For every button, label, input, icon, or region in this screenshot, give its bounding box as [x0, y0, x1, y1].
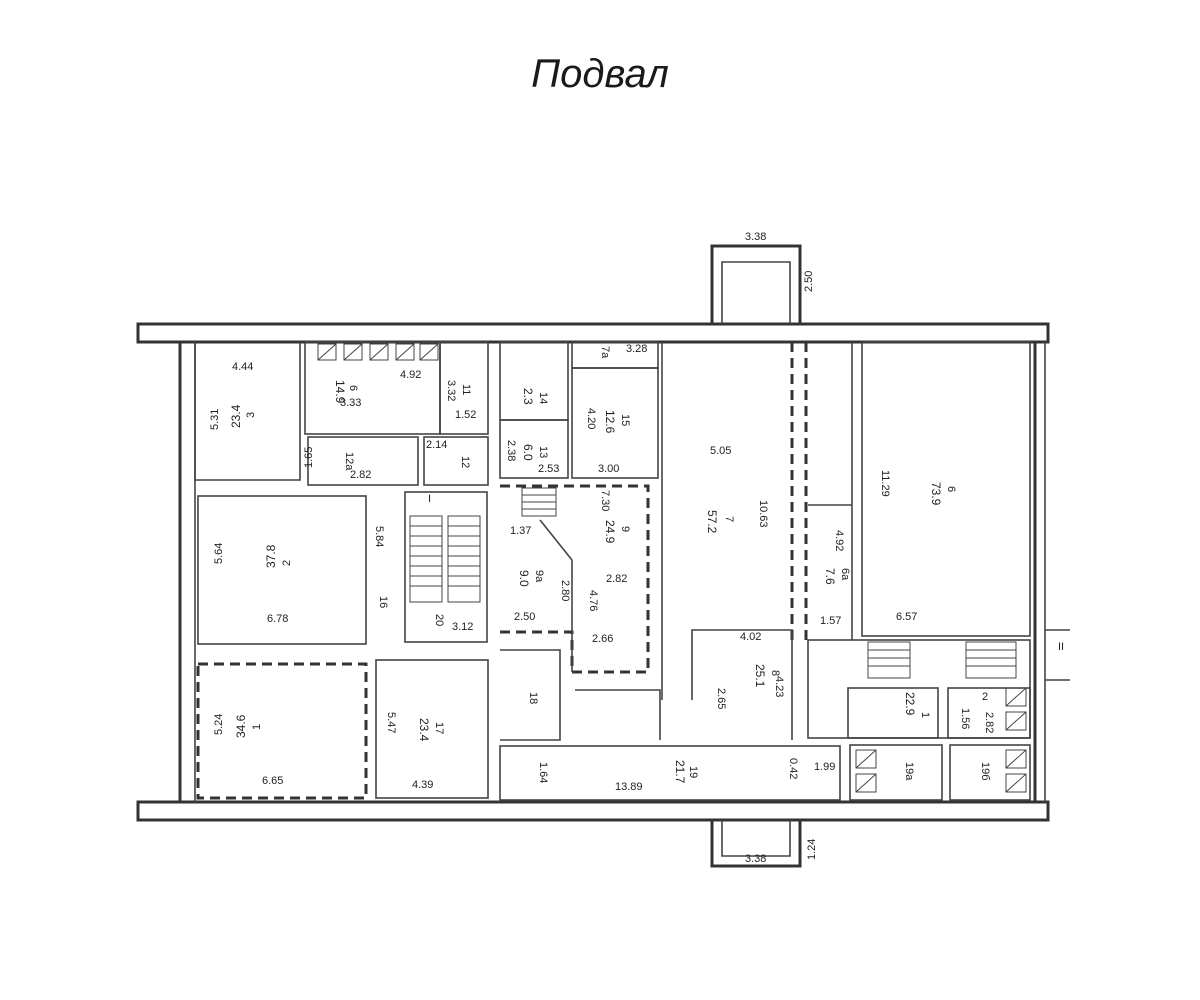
r9-w2: 2.66 — [592, 633, 613, 645]
dimension-labels: 3.38 2.50 3.38 1.24 — [745, 231, 818, 865]
r9-area: 24.9 — [603, 520, 617, 544]
r8-area: 25.1 — [753, 664, 767, 688]
r19-num: 19 — [687, 766, 699, 778]
r2-area: 37.8 — [264, 544, 278, 568]
r6-area: 14.9 — [333, 380, 347, 404]
r1b-area: 22.9 — [903, 692, 917, 716]
dim-bottom-width: 3.38 — [745, 853, 766, 865]
r19-b: 1.99 — [814, 761, 835, 773]
r6-h: 3.33 — [340, 397, 361, 409]
r2b-w: 1.56 — [959, 708, 971, 729]
r12a-h: 1.65 — [303, 447, 315, 468]
r15-num: 15 — [619, 414, 631, 426]
r6a-h: 4.92 — [833, 530, 845, 551]
r2-w: 6.78 — [267, 613, 288, 625]
r9a-h: 2.80 — [559, 580, 571, 601]
r12a-w: 2.82 — [350, 469, 371, 481]
r7-num: 7 — [723, 516, 735, 522]
r15-h: 4.20 — [585, 408, 597, 429]
r9-w: 2.82 — [606, 573, 627, 585]
r17-h: 5.47 — [385, 712, 397, 733]
r3-w: 4.44 — [232, 361, 253, 373]
r9a-num: 9a — [533, 570, 545, 583]
r11-num: 11 — [460, 384, 472, 395]
r9a-area: 9.0 — [517, 570, 531, 587]
r7-w: 5.05 — [710, 445, 731, 457]
dim-bottom-height: 1.24 — [806, 839, 818, 860]
r6b-num: 6 — [945, 486, 957, 492]
r8-h: 4.23 — [773, 676, 785, 697]
r3-area: 23.4 — [229, 404, 243, 428]
r6b-h: 11.29 — [879, 470, 891, 497]
r12a-num: 12a — [343, 452, 355, 471]
r7-area: 57.2 — [705, 510, 719, 534]
r6a-num: 6a — [839, 568, 851, 581]
plan-title: Подвал — [531, 52, 669, 96]
r6b-w: 6.57 — [896, 611, 917, 623]
r19a-num: 19a — [903, 762, 915, 781]
room-labels: 4.44 5.31 23.4 3 5.64 37.8 2 6.78 5.24 3… — [209, 343, 1064, 793]
r2b-num: 2 — [982, 691, 988, 703]
r16-h: 5.84 — [373, 526, 385, 547]
sanitary-fixtures — [317, 343, 1027, 793]
r20-num: 20 — [433, 614, 445, 626]
r6-w: 4.92 — [400, 369, 421, 381]
r6a-w: 1.57 — [820, 615, 841, 627]
r1b-num: 1 — [919, 712, 931, 718]
r19-h: 1.64 — [537, 762, 549, 783]
r14-area: 2.3 — [521, 388, 535, 405]
r19-area: 21.7 — [673, 760, 687, 784]
r6b-area: 73.9 — [929, 482, 943, 506]
r1-h: 5.24 — [213, 714, 225, 735]
r19-a: 0.42 — [787, 758, 799, 779]
r11-w: 1.52 — [455, 409, 476, 421]
r6-side: 3.32 — [445, 380, 457, 401]
r17-w: 4.39 — [412, 779, 433, 791]
r2-num: 2 — [281, 560, 293, 566]
r1-area: 34.6 — [234, 714, 248, 738]
r13-w: 2.53 — [538, 463, 559, 475]
stair-mark-2: II — [1058, 641, 1064, 653]
r2-h: 5.64 — [213, 543, 225, 564]
r9-h: 7.30 — [599, 490, 611, 511]
r3-h: 5.31 — [209, 409, 221, 430]
r14-num: 14 — [537, 392, 549, 404]
stairs — [409, 487, 1017, 679]
r3-num: 3 — [245, 412, 257, 418]
r9a-d: 1.37 — [510, 525, 531, 537]
r12-num: 12 — [459, 456, 471, 468]
r13-h: 2.38 — [505, 440, 517, 461]
r7a-w: 3.28 — [626, 343, 647, 355]
r7a-num: 7a — [599, 346, 611, 359]
r17-num: 17 — [433, 722, 445, 734]
r9a-w: 2.50 — [514, 611, 535, 623]
r2b-h: 2.82 — [983, 712, 995, 733]
r1-num: 1 — [251, 724, 263, 730]
r16-num: 16 — [377, 596, 389, 608]
r13-num: 13 — [537, 446, 549, 458]
r20-w: 3.12 — [452, 621, 473, 633]
r6a-area: 7.6 — [823, 568, 837, 585]
r6-num: 6 — [347, 385, 359, 391]
r1-w: 6.65 — [262, 775, 283, 787]
r15-w: 3.00 — [598, 463, 619, 475]
interior-walls — [194, 341, 1031, 801]
r19b-num: 19б — [979, 762, 991, 781]
r9-num: 9 — [619, 526, 631, 532]
r18-num: 18 — [527, 692, 539, 704]
dim-top-width: 3.38 — [745, 231, 766, 243]
r8-num: 8 — [769, 670, 781, 676]
r8-w: 4.02 — [740, 631, 761, 643]
r12-w: 2.14 — [426, 439, 447, 451]
r9-d: 4.76 — [587, 590, 599, 611]
dim-top-height: 2.50 — [803, 271, 815, 292]
r8-h2: 2.65 — [715, 688, 727, 709]
r15-area: 12.6 — [603, 410, 617, 434]
r7-h: 10.63 — [757, 500, 769, 528]
r19-w: 13.89 — [615, 781, 643, 793]
r13-area: 6.0 — [521, 444, 535, 461]
stair-mark: I — [428, 493, 431, 505]
r17-area: 23.4 — [417, 718, 431, 742]
